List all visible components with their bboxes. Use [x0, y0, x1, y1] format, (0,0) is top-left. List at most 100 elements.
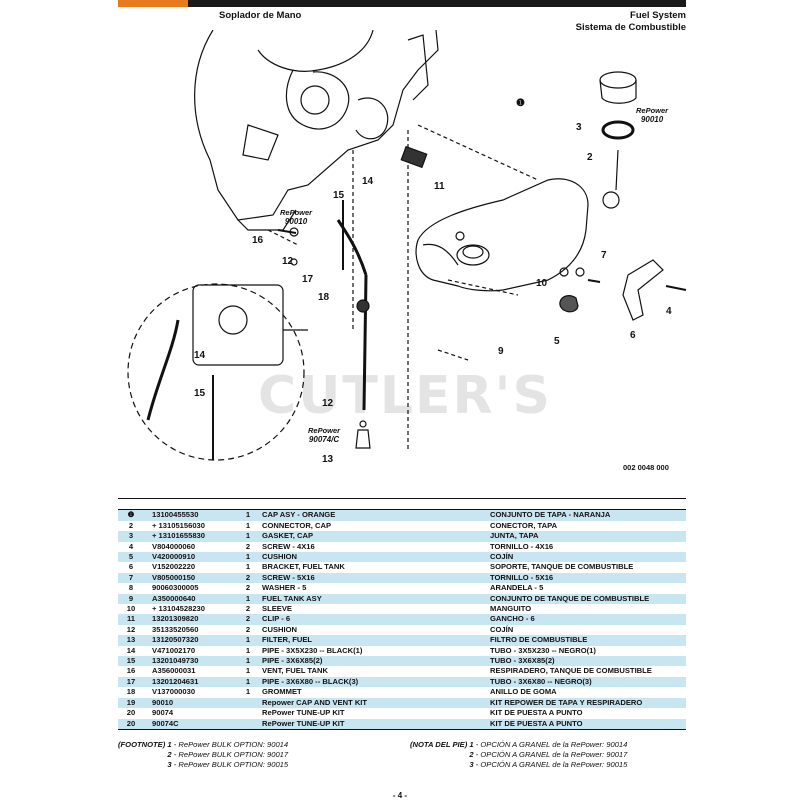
ref-cell: ❶ — [127, 510, 135, 520]
repower-brand: RePower — [308, 426, 341, 435]
footnote-text: - OPCIÓN A GRANEL de la RePower: 90017 — [475, 750, 628, 759]
description-es-cell: CONJUNTO DE TANQUE DE COMBUSTIBLE — [490, 593, 650, 603]
part-number-cell: 90060300005 — [152, 583, 199, 593]
ref-cell: 15 — [126, 656, 136, 666]
callout-16: 16 — [252, 235, 264, 246]
description-en-cell: RePower TUNE-UP KIT — [262, 718, 345, 728]
callout-15a: 15 — [333, 190, 345, 201]
footnote-en: (FOOTNOTE) 1 - RePower BULK OPTION: 9001… — [118, 740, 288, 770]
ref-cell: 6 — [128, 562, 134, 572]
watermark: CUTLER'S — [258, 366, 552, 426]
part-number-cell: 13201049730 — [152, 656, 199, 666]
part-number-cell: + 13104528230 — [152, 604, 206, 614]
qty-cell: 2 — [245, 541, 251, 551]
description-es-cell: COJÍN — [490, 552, 514, 562]
ref-cell: 8 — [128, 583, 134, 593]
footnote-es-label: (NOTA DEL PIE) — [410, 740, 468, 749]
ref-cell: 4 — [128, 541, 134, 551]
repower-label-1: RePower 90010 — [636, 106, 668, 124]
exploded-parts-diagram: ❶ 3 2 11 14 15 16 12 17 18 10 7 4 6 5 9 … — [118, 30, 688, 480]
description-es-cell: JUNTA, TAPA — [490, 531, 539, 541]
page-title-right: Fuel System Sistema de Combustible — [576, 10, 686, 33]
qty-cell — [236, 719, 260, 730]
description-es-cell: TUBO - 3X5X230 -- NEGRO(1) — [490, 645, 596, 655]
description-en-cell: CUSHION — [262, 624, 298, 634]
callout-18: 18 — [318, 292, 330, 303]
description-en-cell: WASHER - 5 — [262, 583, 307, 593]
description-es-cell: KIT DE PUESTA A PUNTO — [490, 708, 583, 718]
diagram-code: 002 0048 000 — [623, 463, 669, 472]
footnote-text: - RePower BULK OPTION: 90017 — [173, 750, 289, 759]
qty-cell: 1 — [245, 552, 251, 562]
description-es-cell: RESPIRADERO, TANQUE DE COMBUSTIBLE — [490, 666, 652, 676]
description-en-cell: GASKET, CAP — [262, 531, 314, 541]
footnote-number: 2 — [167, 750, 172, 759]
description-es-cell: TORNILLO - 5X16 — [490, 572, 554, 582]
part-number-cell: V805000150 — [152, 572, 196, 582]
page-title-left: Soplador de Mano — [219, 10, 302, 21]
repower-label-2: RePower 90010 — [280, 208, 312, 226]
part-number-cell: + 13101655830 — [152, 531, 206, 541]
description-es-cell: KIT REPOWER DE TAPA Y RESPIRADERO — [490, 697, 643, 707]
ref-cell: 3 — [128, 531, 134, 541]
footnote-line: 1 - RePower BULK OPTION: 90014 — [167, 740, 288, 750]
page-number: - 4 - — [392, 791, 408, 800]
callout-14b: 14 — [194, 350, 206, 361]
callout-2: 2 — [587, 152, 593, 163]
description-es-cell: COJÍN — [490, 624, 514, 634]
description-es-cell: TORNILLO - 4X16 — [490, 541, 554, 551]
description-es-cell: MANGUITO — [490, 604, 532, 614]
footnote-text: - RePower BULK OPTION: 90015 — [173, 760, 289, 769]
title-right-line1: Fuel System — [630, 10, 686, 21]
footnote-text: - OPCIÓN A GRANEL de la RePower: 90014 — [475, 740, 628, 749]
part-number-cell: 13201204631 — [152, 676, 199, 686]
footnote-number: 2 — [469, 750, 474, 759]
part-number-cell: 13120507320 — [152, 635, 199, 645]
description-en-cell: SLEEVE — [262, 604, 292, 614]
part-number-cell: 35133520560 — [152, 624, 199, 634]
repower-brand: RePower — [636, 106, 669, 115]
description-en-cell: BRACKET, FUEL TANK — [262, 562, 345, 572]
description-en-cell: FUEL TANK ASY — [262, 593, 322, 603]
qty-cell: 1 — [245, 676, 251, 686]
qty-cell: 2 — [245, 572, 251, 582]
part-number-cell: V804000060 — [152, 541, 196, 551]
qty-cell: 1 — [245, 635, 251, 645]
part-number-cell: V471002170 — [152, 645, 196, 655]
part-number-cell: A350000640 — [152, 593, 196, 603]
footnote-es-lines: 1 - OPCIÓN A GRANEL de la RePower: 90014… — [469, 740, 627, 770]
callout-4: 4 — [666, 306, 672, 317]
footnote-en-label: (FOOTNOTE) — [118, 740, 166, 749]
description-en-cell: VENT, FUEL TANK — [262, 666, 328, 676]
description-es-cell: CONECTOR, TAPA — [490, 520, 558, 530]
footnote-line: 3 - RePower BULK OPTION: 90015 — [167, 760, 288, 770]
callout-13: 13 — [322, 454, 334, 465]
description-es-cell: CONJUNTO DE TAPA - NARANJA — [490, 510, 611, 520]
ref-cell: 13 — [126, 635, 136, 645]
part-number-cell: 13201309820 — [152, 614, 199, 624]
description-es-cell: FILTRO DE COMBUSTIBLE — [490, 635, 588, 645]
part-number-cell: V137000030 — [152, 687, 196, 697]
footnote-line: 2 - RePower BULK OPTION: 90017 — [167, 750, 288, 760]
footnote-number: 3 — [167, 760, 172, 769]
callout-11: 11 — [434, 181, 445, 192]
footnote-number: 1 — [167, 740, 172, 749]
part-number-cell: 90074 — [152, 708, 174, 718]
qty-cell: 1 — [245, 645, 251, 655]
ref-cell: 14 — [126, 645, 136, 655]
description-en-cell: CAP ASY - ORANGE — [262, 510, 336, 520]
callout-10: 10 — [536, 278, 548, 289]
repower-label-3: RePower 90074/C — [308, 426, 340, 444]
repower-code: 90010 — [640, 115, 664, 124]
callout-9: 9 — [498, 346, 504, 357]
footnote-line: 1 - OPCIÓN A GRANEL de la RePower: 90014 — [469, 740, 627, 750]
ref-cell: 20 — [126, 718, 136, 728]
callout-7: 7 — [601, 250, 607, 261]
